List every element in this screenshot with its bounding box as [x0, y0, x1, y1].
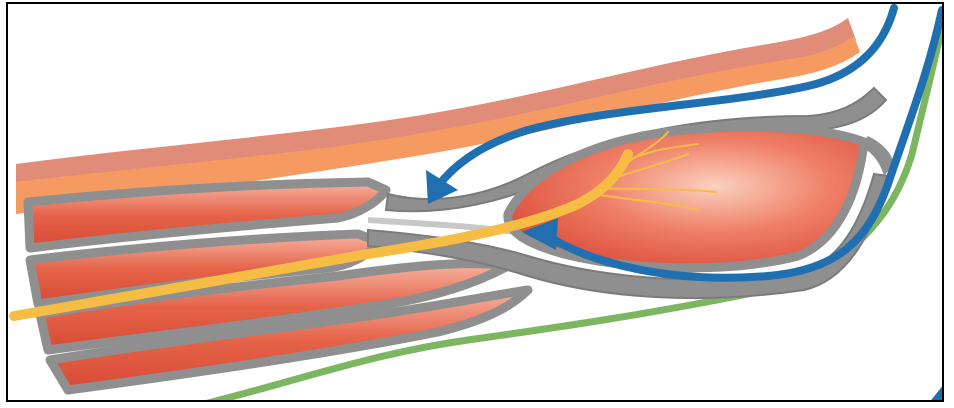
muscle-fascicles	[28, 182, 528, 390]
figure-frame	[6, 2, 944, 402]
arrowhead-icon	[928, 384, 944, 402]
anatomy-illustration	[8, 4, 944, 402]
